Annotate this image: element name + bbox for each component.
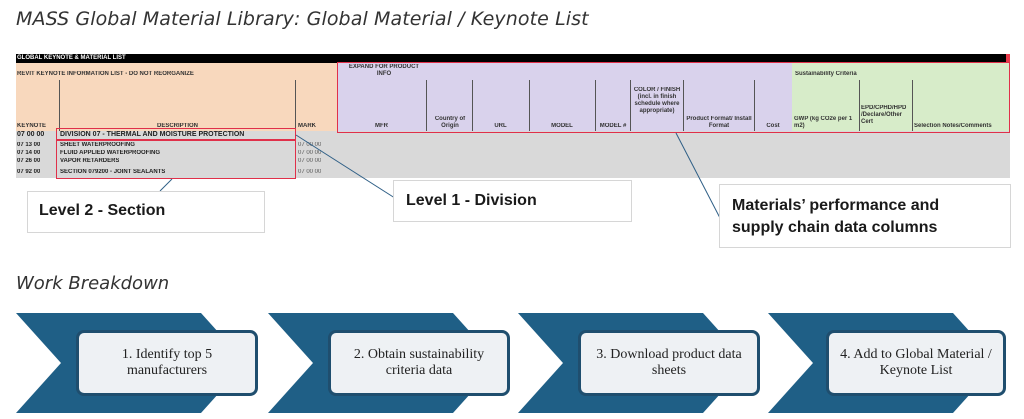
- division-highlight-box: [56, 128, 296, 140]
- col-selection-notes: Selection Notes/Comments: [914, 123, 992, 129]
- col-epd: EPD/CPHD/HPD /Declare/Other Cert: [861, 105, 907, 125]
- col-divider: [59, 80, 60, 131]
- materials-connector: [675, 132, 721, 219]
- section-highlight-box: [56, 140, 296, 179]
- page-title: MASS Global Material Library: Global Mat…: [16, 8, 589, 30]
- step-card: 4. Add to Global Material /Keynote List: [826, 330, 1006, 396]
- step-text-line1: 3. Download product data: [596, 346, 742, 362]
- col-divider: [529, 80, 530, 131]
- col-model-no: MODEL #: [599, 123, 627, 129]
- division-keynote: 07 00 00: [17, 131, 45, 138]
- row-description: SHEET WATERPROOFING: [60, 142, 135, 148]
- materials-callout-line2: supply chain data columns: [732, 218, 938, 236]
- sustainability-header-zone: [792, 63, 1010, 131]
- materials-callout-line1: Materials’ performance and: [732, 197, 940, 214]
- product-header-zone: [337, 63, 792, 131]
- row-description: FLUID APPLIED WATERPROOFING: [60, 150, 160, 156]
- sustainability-label: Sustainability Criteria: [795, 71, 857, 77]
- sheet-banner: GLOBAL KEYNOTE & MATERIAL LIST: [16, 54, 1010, 63]
- col-url: URL: [494, 123, 507, 129]
- row-mark: 07 00 00: [298, 142, 322, 148]
- division-description: DIVISION 07 - THERMAL AND MOISTURE PROTE…: [60, 131, 245, 138]
- row-mark: 07 00 00: [298, 169, 322, 175]
- step-text-line1: 4. Add to Global Material /: [840, 346, 992, 362]
- col-divider: [472, 80, 473, 131]
- section-callout-text: Level 2 - Section: [39, 202, 166, 219]
- step-text-line1: 2. Obtain sustainability: [353, 346, 485, 362]
- col-divider: [295, 80, 296, 131]
- col-product-format: Product Format/ Install Format: [686, 116, 752, 129]
- col-divider: [754, 80, 755, 131]
- revit-label: REVIT KEYNOTE INFORMATION LIST - DO NOT …: [17, 71, 194, 77]
- col-description: DESCRIPTION: [156, 123, 198, 129]
- col-cost: Cost: [766, 123, 780, 129]
- division-callout: Level 1 - Division: [393, 180, 632, 222]
- division-connector: [295, 134, 399, 201]
- col-mfr: MFR: [375, 123, 388, 129]
- row-keynote: 07 14 00: [17, 150, 41, 156]
- col-model: MODEL: [551, 123, 573, 129]
- col-color-finish: COLOR / FINISH (incl. in finish schedule…: [633, 87, 681, 114]
- expand-label: EXPAND FOR PRODUCT INFO: [348, 64, 420, 77]
- work-breakdown-title: Work Breakdown: [16, 273, 170, 294]
- keynote-spreadsheet: GLOBAL KEYNOTE & MATERIAL LIST REVIT KEY…: [16, 54, 1010, 178]
- materials-highlight-box: [337, 62, 1010, 133]
- col-divider: [912, 80, 913, 131]
- row-description: VAPOR RETARDERS: [60, 158, 120, 164]
- row-keynote: 07 13 00: [17, 142, 41, 148]
- section-connector: [159, 178, 173, 192]
- row-mark: 07 00 00: [298, 150, 322, 156]
- col-gwp: GWP (kg CO2e per 1 m2): [794, 116, 853, 129]
- row-keynote: 07 92 00: [17, 169, 41, 175]
- step-text-line1: 1. Identify top 5: [121, 346, 213, 362]
- col-divider: [426, 80, 427, 131]
- revit-header-zone: [16, 63, 337, 131]
- step-text-line2: criteria data: [385, 363, 453, 378]
- col-divider: [859, 80, 860, 131]
- materials-callout: Materials’ performance and supply chain …: [719, 184, 1011, 248]
- col-divider: [630, 80, 631, 131]
- row-mark: 07 00 00: [298, 158, 322, 164]
- data-area: [16, 131, 1010, 178]
- col-divider: [683, 80, 684, 131]
- col-mark: MARK: [298, 123, 316, 129]
- row-description: SECTION 079200 - JOINT SEALANTS: [60, 169, 166, 175]
- row-keynote: 07 26 00: [17, 158, 41, 164]
- col-country: Country of Origin: [434, 116, 466, 129]
- division-callout-text: Level 1 - Division: [406, 192, 537, 209]
- col-keynote: KEYNOTE: [17, 123, 47, 129]
- col-divider: [595, 80, 596, 131]
- step-text-line2: manufacturers: [126, 363, 208, 378]
- step-text-line2: sheets: [651, 363, 687, 378]
- step-text-line2: Keynote List: [879, 363, 953, 378]
- section-callout: Level 2 - Section: [27, 191, 265, 233]
- sheet-banner-marker: [1006, 54, 1010, 63]
